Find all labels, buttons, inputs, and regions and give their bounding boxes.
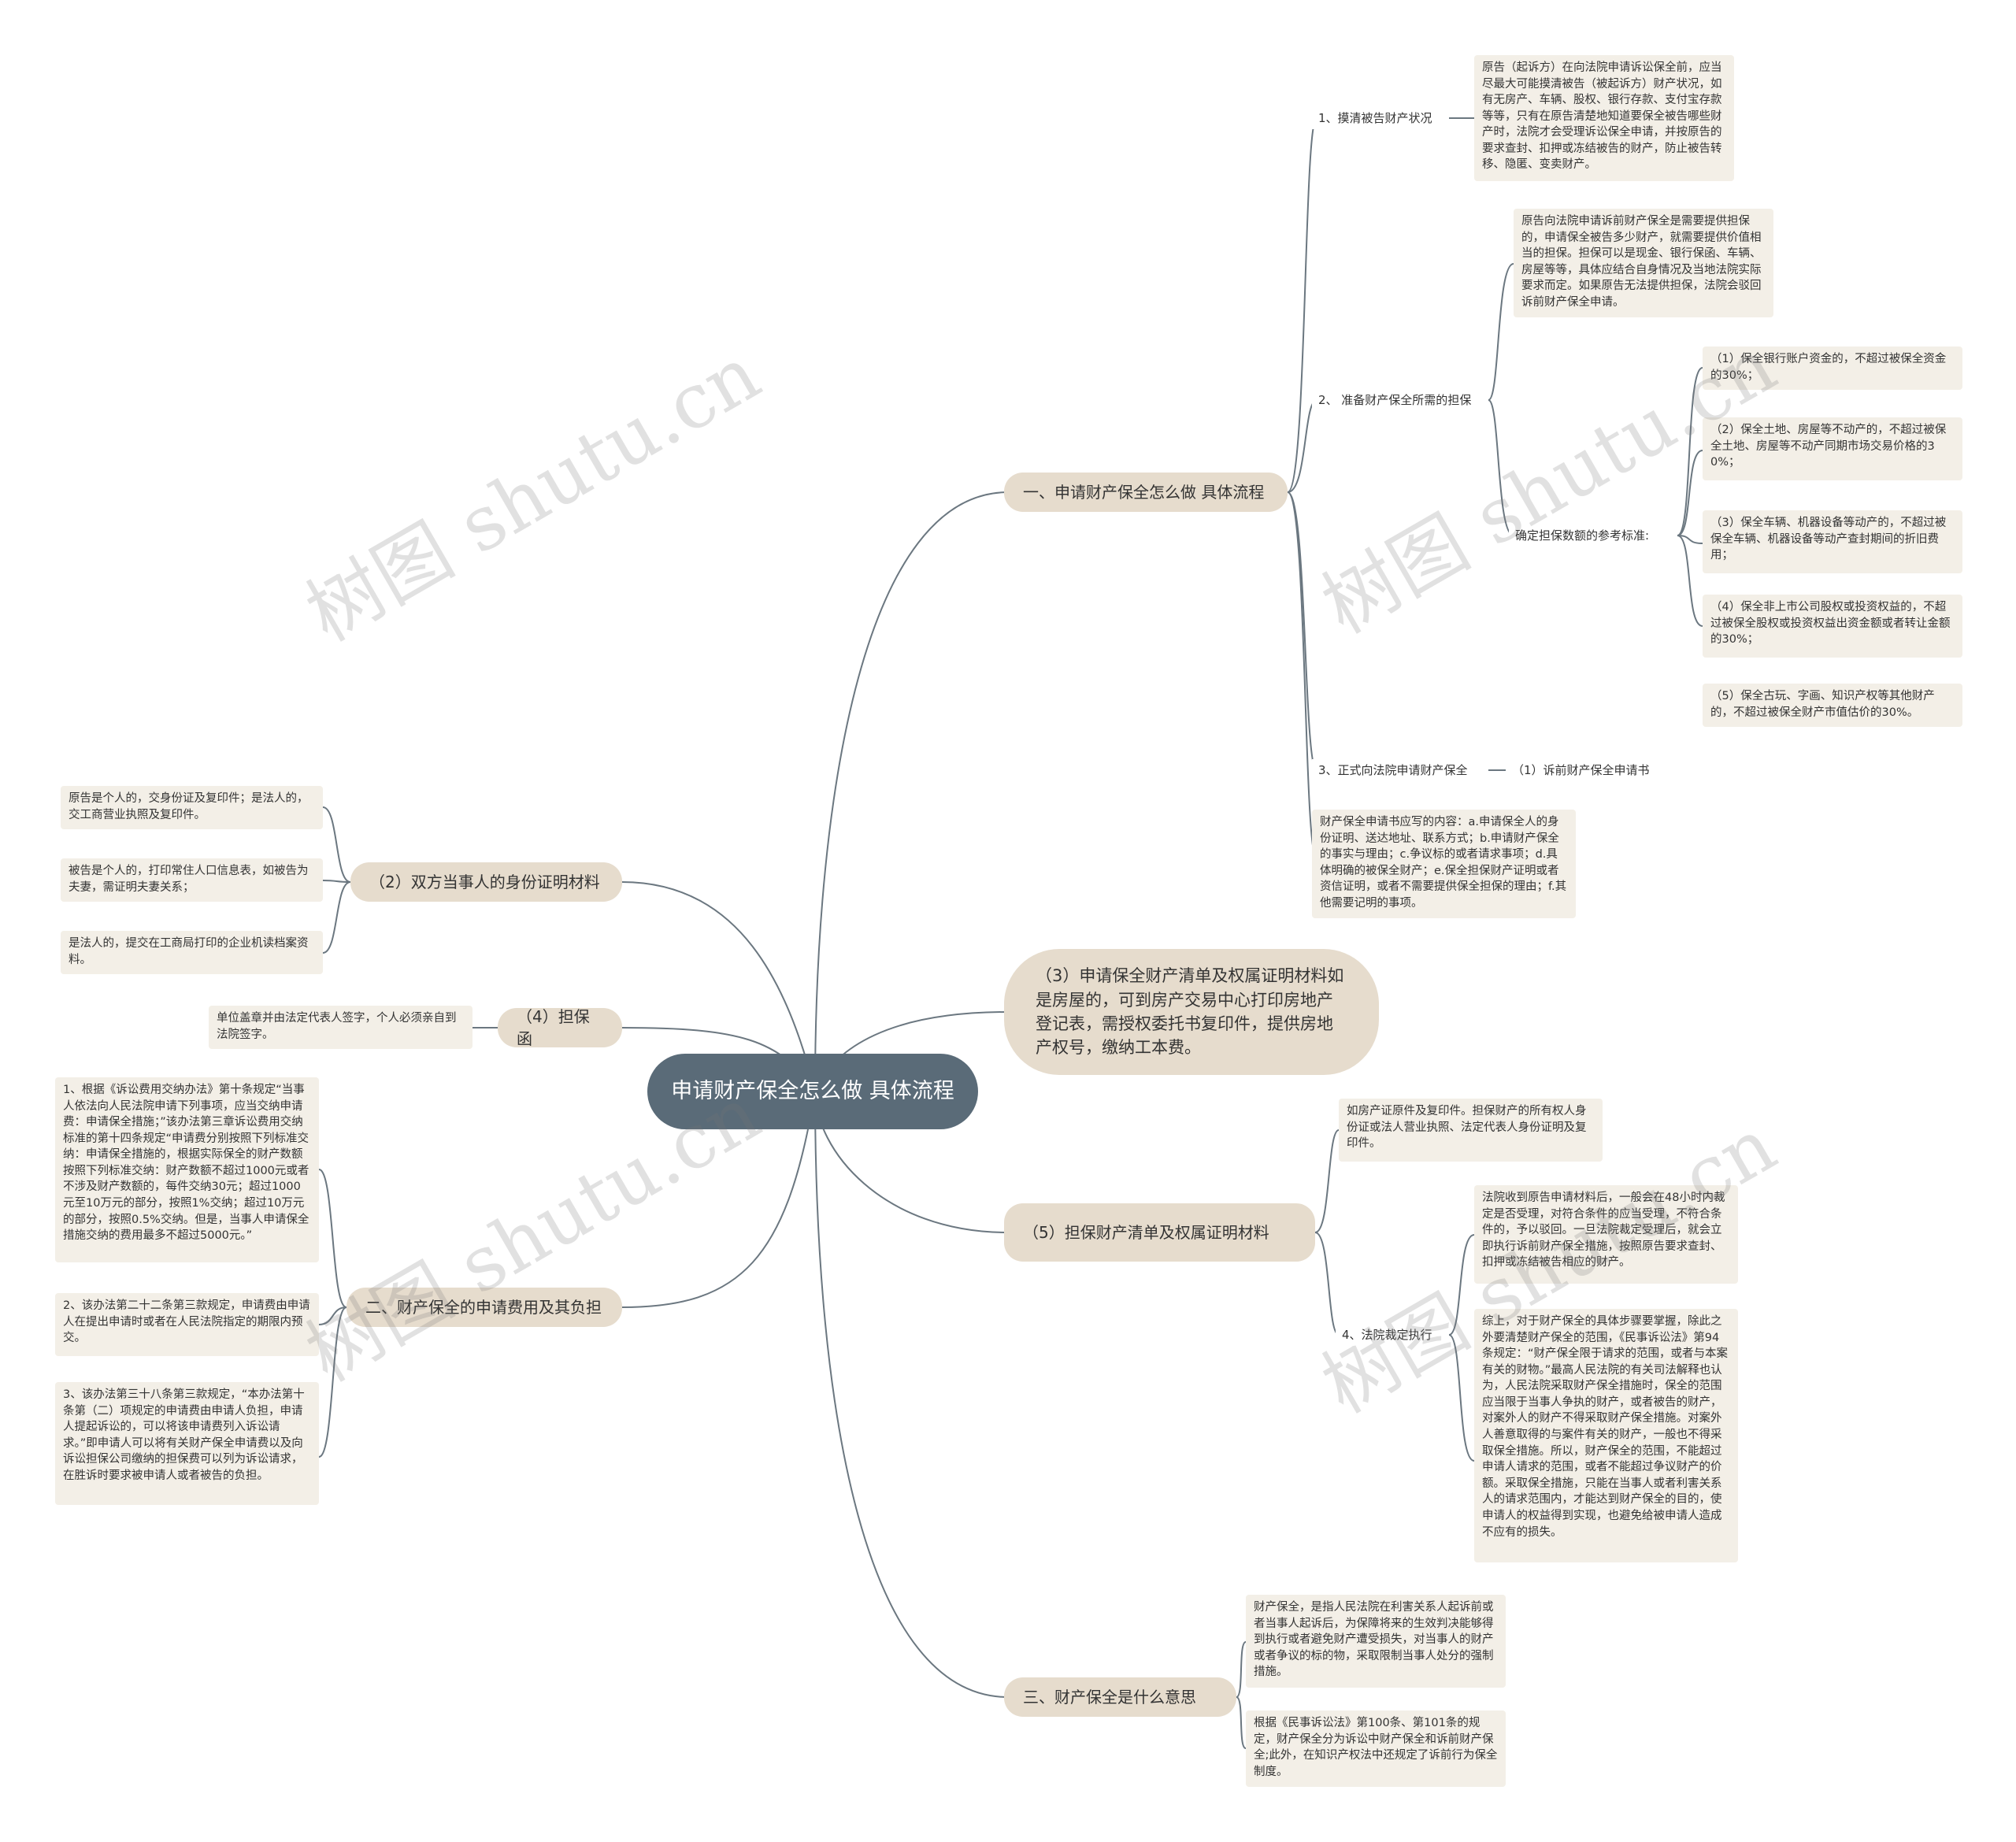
- branch-guarantee-property[interactable]: （5）担保财产清单及权属证明材料: [1004, 1203, 1315, 1262]
- branch-label: （5）担保财产清单及权属证明材料: [1023, 1223, 1269, 1242]
- branch-label: 二、财产保全的申请费用及其负担: [365, 1298, 602, 1317]
- leaf-meaning-types: 根据《民事诉讼法》第100条、第101条的规定，财产保全分为诉讼中财产保全和诉前…: [1246, 1710, 1506, 1787]
- branch-meaning[interactable]: 三、财产保全是什么意思: [1004, 1677, 1236, 1717]
- branch-fees[interactable]: 二、财产保全的申请费用及其负担: [346, 1288, 622, 1327]
- sub-prepare-guarantee[interactable]: 2、 准备财产保全所需的担保: [1312, 389, 1488, 411]
- leaf-ruling-scope: 综上，对于财产保全的具体步骤要掌握，除此之外要清楚财产保全的范围，《民事诉讼法》…: [1474, 1309, 1738, 1562]
- leaf-identity-defendant: 被告是个人的，打印常住人口信息表，如被告为夫妻，需证明夫妻关系；: [61, 858, 323, 902]
- sub-court-ruling[interactable]: 4、法院裁定执行: [1336, 1324, 1449, 1346]
- branch-guarantee-letter[interactable]: （4）担保函: [498, 1007, 622, 1048]
- branch-apply-process[interactable]: 一、申请财产保全怎么做 具体流程: [1004, 473, 1288, 512]
- leaf-standard-2: （2）保全土地、房屋等不动产的，不超过被保全土地、房屋等不动产同期市场交易价格的…: [1703, 417, 1962, 480]
- leaf-identity-plaintiff: 原告是个人的，交身份证及复印件；是法人的，交工商营业执照及复印件。: [61, 786, 323, 829]
- branch-identity-proof[interactable]: （2）双方当事人的身份证明材料: [350, 862, 622, 902]
- leaf-application-content: 财产保全申请书应写的内容：a.申请保全人的身份证明、送达地址、联系方式；b.申请…: [1312, 810, 1576, 918]
- leaf-identity-legal-person: 是法人的，提交在工商局打印的企业机读档案资料。: [61, 931, 323, 974]
- branch-label: （2）双方当事人的身份证明材料: [369, 873, 600, 891]
- leaf-fee-rule-2: 2、该办法第二十二条第三款规定，申请费由申请人在提出申请时或者在人民法院指定的期…: [55, 1293, 319, 1356]
- root-topic[interactable]: 申请财产保全怎么做 具体流程: [647, 1054, 978, 1129]
- leaf-standard-5: （5）保全古玩、字画、知识产权等其他财产的，不超过被保全财产市值估价的30%。: [1703, 684, 1962, 727]
- leaf-ruling-48h: 法院收到原告申请材料后，一般会在48小时内裁定是否受理，对符合条件的应当受理，不…: [1474, 1185, 1738, 1284]
- leaf-standard-3: （3）保全车辆、机器设备等动产的，不超过被保全车辆、机器设备等动产查封期间的折旧…: [1703, 510, 1962, 573]
- sub-label: 2、 准备财产保全所需的担保: [1318, 392, 1472, 407]
- leaf-standard-4: （4）保全非上市公司股权或投资权益的，不超过被保全股权或投资权益出资金额或者转让…: [1703, 595, 1962, 658]
- branch-property-list[interactable]: （3）申请保全财产清单及权属证明材料如是房屋的，可到房产交易中心打印房地产登记表…: [1004, 949, 1379, 1075]
- sub-label: 确定担保数额的参考标准:: [1515, 528, 1650, 543]
- leaf-meaning-definition: 财产保全，是指人民法院在利害关系人起诉前或者当事人起诉后，为保障将来的生效判决能…: [1246, 1595, 1506, 1688]
- sub-guarantee-standard[interactable]: 确定担保数额的参考标准:: [1509, 524, 1677, 547]
- branch-label: 三、财产保全是什么意思: [1023, 1688, 1196, 1707]
- branch-label: 一、申请财产保全怎么做 具体流程: [1023, 483, 1265, 502]
- leaf-know-assets-detail: 原告（起诉方）在向法院申请诉讼保全前，应当尽最大可能摸清被告（被起诉方）财产状况…: [1474, 55, 1734, 181]
- sub-know-assets[interactable]: 1、摸清被告财产状况: [1312, 107, 1449, 129]
- root-title: 申请财产保全怎么做 具体流程: [671, 1079, 954, 1104]
- sub-application-form[interactable]: （1）诉前财产保全申请书: [1506, 759, 1671, 781]
- leaf-standard-1: （1）保全银行账户资金的，不超过被保全资金的30%；: [1703, 347, 1962, 390]
- sub-label: 4、法院裁定执行: [1342, 1327, 1432, 1342]
- leaf-guarantee-docs: 如房产证原件及复印件。担保财产的所有权人身份证或法人营业执照、法定代表人身份证明…: [1339, 1099, 1603, 1162]
- sub-label: 1、摸清被告财产状况: [1318, 110, 1432, 125]
- leaf-fee-rule-1: 1、根据《诉讼费用交纳办法》第十条规定“当事人依法向人民法院申请下列事项，应当交…: [55, 1077, 319, 1262]
- branch-label: （4）担保函: [517, 1007, 590, 1048]
- leaf-guarantee-detail: 原告向法院申请诉前财产保全是需要提供担保的，申请保全被告多少财产，就需要提供价值…: [1514, 209, 1773, 317]
- sub-formal-apply[interactable]: 3、正式向法院申请财产保全: [1312, 759, 1488, 781]
- branch-label: （3）申请保全财产清单及权属证明材料如是房屋的，可到房产交易中心打印房地产登记表…: [1036, 966, 1344, 1058]
- leaf-fee-rule-3: 3、该办法第三十八条第三款规定，“本办法第十条第（二）项规定的申请费由申请人负担…: [55, 1382, 319, 1505]
- sub-label: 3、正式向法院申请财产保全: [1318, 762, 1468, 777]
- sub-label: （1）诉前财产保全申请书: [1512, 762, 1650, 777]
- leaf-guarantee-letter-detail: 单位盖章并由法定代表人签字，个人必须亲自到法院签字。: [209, 1006, 472, 1049]
